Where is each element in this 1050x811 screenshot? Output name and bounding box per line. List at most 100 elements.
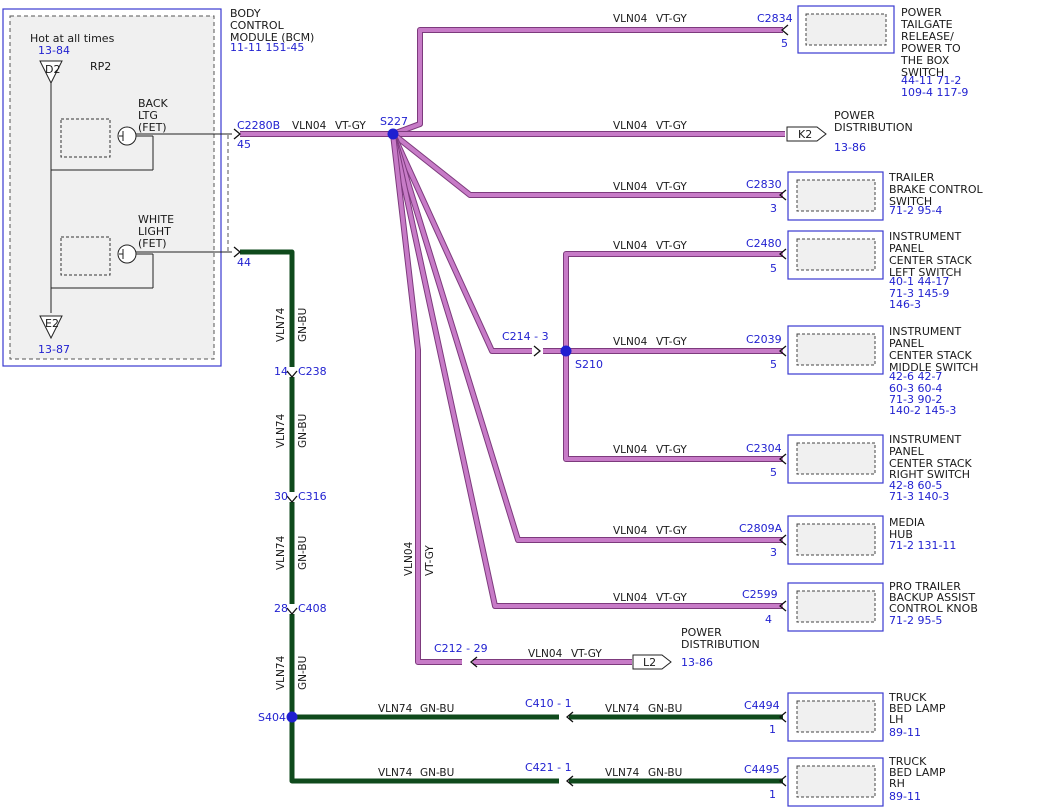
l2-tag-label: L2 [643, 656, 656, 669]
wire-s210-to-ip-left[interactable] [564, 252, 783, 351]
connector-c4495-label[interactable]: C4495 [744, 763, 780, 776]
wire-s210-to-ip-right[interactable] [564, 351, 783, 461]
component-ref-line[interactable]: 71-2 131-11 [889, 539, 956, 552]
splice-s227-label[interactable]: S227 [380, 115, 408, 128]
component-name-line: TAILGATE [900, 18, 953, 31]
splice-s404-dot[interactable] [286, 711, 298, 723]
component-ref-line[interactable]: 42-6 42-7 [889, 370, 942, 383]
component-ip-center-stack-right-switch[interactable]: C2304 5 INSTRUMENT PANEL CENTER STACK RI… [746, 433, 973, 503]
connector-c4494-label[interactable]: C4494 [744, 699, 780, 712]
component-ref-line[interactable]: 71-3 90-2 [889, 393, 942, 406]
arrow-c2809a [778, 534, 787, 546]
component-name-line: LH [889, 713, 903, 726]
connector-c316-label[interactable]: C316 [298, 490, 327, 503]
component-inner [796, 590, 876, 623]
bcm-connector-c2280b[interactable]: C2280B [237, 119, 280, 132]
component-ref-line[interactable]: 89-11 [889, 726, 921, 739]
component-ip-center-stack-middle-switch[interactable]: C2039 5 INSTRUMENT PANEL CENTER STACK MI… [746, 325, 978, 417]
component-power-tailgate-release[interactable]: C2834 5 POWER TAILGATE RELEASE/ POWER TO… [757, 5, 968, 99]
connector-c421-label[interactable]: C421 - 1 [525, 761, 572, 774]
connector-c2834-label[interactable]: C2834 [757, 12, 793, 25]
wire-s227-to-trailer-brake[interactable] [391, 132, 783, 197]
component-ref-line[interactable]: 60-3 60-4 [889, 382, 942, 395]
connector-c410-label[interactable]: C410 - 1 [525, 697, 572, 710]
component-ref-line[interactable]: 71-2 95-5 [889, 614, 942, 627]
power-distribution-l2[interactable]: L2 POWER DISTRIBUTION 13-86 [632, 626, 760, 670]
l2-pd-ref[interactable]: 13-86 [681, 656, 713, 669]
back-ltg-label-3: (FET) [138, 121, 167, 134]
component-ref-line[interactable]: 71-2 95-4 [889, 204, 942, 217]
connector-c2480-label[interactable]: C2480 [746, 237, 782, 250]
component-media-hub[interactable]: C2809A 3 MEDIA HUB 71-2 131-11 [739, 515, 956, 565]
component-name-line: CONTROL KNOB [889, 602, 978, 615]
component-ref-line[interactable]: 71-3 145-9 [889, 287, 949, 300]
component-inner [796, 700, 876, 733]
wire-s404-to-c421[interactable] [289, 717, 559, 784]
wire-label-seg1-vln74: VLN74 [275, 307, 287, 342]
wire-s227-to-c214[interactable] [391, 133, 532, 353]
splice-s210-label[interactable]: S210 [575, 358, 603, 371]
wire-s227-to-media-hub[interactable] [391, 133, 783, 542]
wire-bcm-to-c238[interactable] [240, 249, 295, 367]
arrow-c238 [286, 370, 298, 379]
splice-s404-label[interactable]: S404 [258, 711, 286, 724]
wire-label-rh-right-vln74: VLN74 [605, 767, 640, 779]
component-truck-bed-lamp-lh[interactable]: C4494 1 TRUCK BED LAMP LH 89-11 [744, 691, 946, 742]
wire-label-lh-right-vln74: VLN74 [605, 703, 640, 715]
wire-label-lh-left-vln74: VLN74 [378, 703, 413, 715]
connector-c2599-label[interactable]: C2599 [742, 588, 778, 601]
component-name-line: POWER [901, 6, 942, 19]
component-pro-trailer-backup-assist-knob[interactable]: C2599 4 PRO TRAILER BACKUP ASSIST CONTRO… [742, 580, 978, 632]
connector-c2039-label[interactable]: C2039 [746, 333, 782, 346]
component-ref-line[interactable]: 42-8 60-5 [889, 479, 942, 492]
component-ref-line[interactable]: 146-3 [889, 298, 921, 311]
wire-label-media-vln04: VLN04 [613, 525, 648, 537]
component-name-line: INSTRUMENT [889, 433, 962, 446]
connector-c408-label[interactable]: C408 [298, 602, 327, 615]
connector-c2830-label[interactable]: C2830 [746, 178, 782, 191]
component-ref-line[interactable]: 40-1 44-17 [889, 275, 949, 288]
k2-pd-ref[interactable]: 13-86 [834, 141, 866, 154]
wire-s227-to-pro-trailer[interactable] [391, 133, 783, 608]
connector-c2304-label[interactable]: C2304 [746, 442, 782, 455]
component-ip-center-stack-left-switch[interactable]: C2480 5 INSTRUMENT PANEL CENTER STACK LE… [746, 230, 973, 311]
connector-c214-label[interactable]: C214 - 3 [502, 330, 549, 343]
component-ref-line[interactable]: 89-11 [889, 790, 921, 803]
wire-s227-to-tailgate[interactable] [392, 28, 783, 136]
arrow-c2830 [778, 189, 787, 201]
connector-c238-pin: 14 [274, 365, 288, 378]
wire-label-media-vtgy: VT-GY [656, 525, 687, 537]
component-ref-line[interactable]: 109-4 117-9 [901, 86, 968, 99]
splice-s210-dot[interactable] [560, 345, 572, 357]
component-inner [796, 765, 876, 798]
hot-ref-top[interactable]: 13-84 [38, 44, 70, 57]
connector-c2830-pin: 3 [770, 202, 777, 215]
arrow-c316 [286, 495, 298, 504]
splice-s227-dot[interactable] [387, 128, 399, 140]
component-ref-line[interactable]: 140-2 145-3 [889, 404, 956, 417]
hot-ref-bottom[interactable]: 13-87 [38, 343, 70, 356]
component-name-line: PRO TRAILER [889, 580, 961, 593]
component-name-line: MEDIA [889, 516, 925, 529]
connector-c238-label[interactable]: C238 [298, 365, 327, 378]
power-distribution-k2[interactable]: K2 POWER DISTRIBUTION 13-86 [786, 109, 913, 154]
bcm-module[interactable]: BODY CONTROL MODULE (BCM) 11-11 151-45 H… [2, 7, 314, 367]
component-name-line: PANEL [889, 337, 925, 350]
wire-s227-to-c212[interactable] [391, 133, 462, 664]
l2-pd-line-1: POWER [681, 626, 722, 639]
component-ref-line[interactable]: 71-3 140-3 [889, 490, 949, 503]
component-inner [796, 523, 876, 556]
component-name-line: MIDDLE SWITCH [889, 361, 978, 374]
component-name-line: HUB [889, 528, 913, 541]
connector-c2809a-label[interactable]: C2809A [739, 522, 783, 535]
component-ref-line[interactable]: 44-11 71-2 [901, 74, 961, 87]
wire-s227-to-trailer-brake-edge [391, 131, 783, 198]
connector-c212-label[interactable]: C212 - 29 [434, 642, 488, 655]
component-trailer-brake-control-switch[interactable]: C2830 3 TRAILER BRAKE CONTROL SWITCH 71-… [746, 171, 984, 221]
wire-label-protrailer-vln04: VLN04 [613, 592, 648, 604]
bcm-refs[interactable]: 11-11 151-45 [230, 41, 304, 54]
wire-label-rh-right-gnbu: GN-BU [648, 767, 682, 779]
component-truck-bed-lamp-rh[interactable]: C4495 1 TRUCK BED LAMP RH 89-11 [744, 755, 946, 807]
component-name-line: CENTER STACK [889, 457, 973, 470]
